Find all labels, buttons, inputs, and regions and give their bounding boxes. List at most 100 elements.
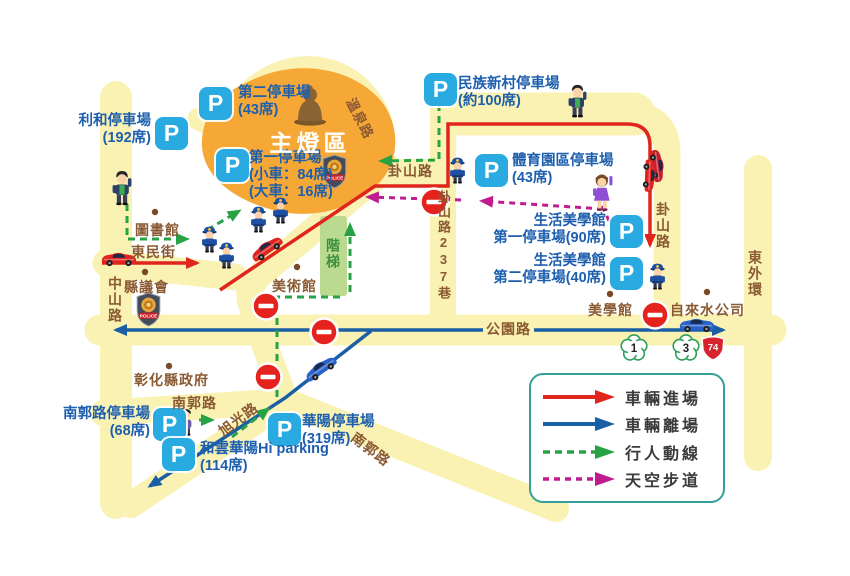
parking-name: 利和停車場	[78, 113, 152, 129]
art-museum-dot	[293, 263, 301, 271]
parking-icon-lihe: P	[155, 117, 188, 150]
county-gov-label: 彰化縣政府	[134, 372, 209, 388]
road-guashan-vertical	[613, 100, 681, 345]
county-gov-dot	[165, 362, 173, 370]
highway-shield-3: 3	[672, 334, 700, 361]
parking-capacity: (68席)	[109, 423, 150, 439]
blue-car-icon	[303, 353, 339, 385]
road-label-dongmin: 東民街	[131, 244, 176, 260]
parking-name: 南郭路停車場	[63, 406, 150, 422]
parking-name: 民族新村停車場	[458, 76, 560, 92]
legend-label: 天空步道	[625, 473, 702, 491]
exit-arrow-icon	[543, 417, 615, 432]
council-label: 縣議會	[124, 279, 169, 295]
parking-label-aes1: 生活美學館 第一停車場(90席)	[478, 213, 606, 247]
parking-capacity: (小車：84席)	[249, 167, 333, 183]
no-entry-icon	[419, 187, 449, 217]
pedestrian-diagonal	[206, 209, 242, 232]
parking-label-sports: 體育園區停車場 (43席)	[512, 153, 614, 187]
parking-icon-minzu: P	[424, 73, 457, 106]
main-lantern-area	[201, 68, 396, 214]
legend-item-entry: 車輛進場	[541, 385, 713, 409]
exit-route-xuguang	[147, 329, 373, 488]
road-entry-diagonal	[236, 154, 401, 412]
road-label-gongyuan: 公園路	[483, 321, 534, 338]
road-nanguo-diagonal	[273, 388, 569, 522]
shield-number: 3	[683, 343, 689, 355]
police-officer-icon	[273, 197, 288, 224]
parking-name: 生活美學館	[533, 213, 607, 229]
pedestrian-library	[125, 204, 190, 245]
police-badge-icon	[136, 292, 161, 327]
no-entry-icon	[640, 300, 670, 330]
parking-label-heyun: 和雲華陽Hi parking (114席)	[200, 441, 329, 475]
library-dot	[151, 208, 159, 216]
no-entry-icon	[309, 317, 339, 347]
pedestrian-arrow-icon	[543, 444, 615, 459]
no-entry-signs	[251, 187, 670, 392]
legend-box: 車輛進場 車輛離場 行人動線 天空步道	[529, 373, 725, 503]
parking-capacity: (43席)	[238, 102, 279, 118]
highway-shield-1: 1	[620, 334, 648, 361]
road-label-guashan-v: 卦山路	[655, 202, 671, 250]
parking-name: 和雲華陽Hi parking	[200, 441, 329, 457]
water-company-dot	[703, 288, 711, 296]
buddha-statue-icon	[294, 85, 326, 126]
parking-label-minzu: 民族新村停車場 (約100席)	[458, 76, 560, 110]
council-dot	[141, 268, 149, 276]
road-label-guashan-h: 卦山路	[388, 163, 433, 179]
place-dots	[141, 208, 711, 370]
parking-capacity: (192席)	[102, 130, 151, 146]
no-entry-icon	[251, 291, 281, 321]
legend-label: 車輛離場	[625, 418, 702, 436]
legend-label: 行人動線	[625, 445, 702, 463]
legend-item-exit: 車輛離場	[541, 412, 713, 436]
police-officer-icon	[202, 226, 217, 253]
entry-route-main	[219, 122, 656, 292]
pedestrian-xuguang	[231, 407, 271, 439]
road-nanguo-horizontal	[90, 388, 301, 426]
parking-label-lihe: 利和停車場 (192席)	[56, 113, 152, 147]
parking-name: 體育園區停車場	[512, 153, 614, 169]
parking-capacity: 第二停車場(40席)	[493, 270, 606, 286]
road-label-guashan-237: 卦山路237巷	[436, 190, 451, 301]
library-label: 圖書館	[135, 222, 180, 238]
parking-name: 第一停車場	[249, 150, 322, 166]
highway-shield-74: 74	[701, 335, 725, 361]
road-label-nanguo-h: 南郭路	[172, 395, 217, 411]
skywalk-arrow-icon	[543, 472, 615, 487]
stairs-label: 階梯	[325, 238, 341, 270]
parking-icon-sports: P	[475, 154, 508, 187]
parking-capacity: 第一停車場(90席)	[493, 230, 606, 246]
main-lantern-label: 主燈區	[269, 130, 351, 156]
parking-name: 第二停車場	[238, 85, 311, 101]
parking-label-lot1: 第一停車場 (小車：84席) (大車：16席)	[249, 150, 333, 201]
road-label-zhongshan: 中山路	[107, 276, 123, 324]
parking-icon-aes1: P	[610, 215, 643, 248]
parking-icon-heyun: P	[162, 438, 195, 471]
legend-item-pedestrian: 行人動線	[541, 440, 713, 464]
exit-routes	[113, 324, 726, 488]
parking-name: 生活美學館	[533, 253, 607, 269]
parking-label-huayang: 華陽停車場 (319席)	[302, 414, 375, 448]
parking-capacity: (43席)	[512, 170, 553, 186]
parking-label-aes2: 生活美學館 第二停車場(40席)	[478, 253, 606, 287]
no-entry-icon	[253, 362, 283, 392]
aesthetics-hall-label: 美學館	[588, 302, 633, 318]
parking-capacity: (114席)	[200, 458, 248, 474]
shield-number: 74	[708, 343, 719, 354]
parking-icon-aes2: P	[610, 257, 643, 290]
parking-icon-huayang: P	[268, 413, 301, 446]
water-company-label: 自來水公司	[670, 302, 745, 318]
legend-label: 車輛進場	[625, 390, 702, 408]
parking-label-lot2: 第二停車場 (43席)	[238, 85, 311, 119]
aesthetics-hall-dot	[606, 290, 614, 298]
stairs-block	[320, 216, 347, 296]
shield-number: 1	[631, 343, 638, 355]
skywalk-east	[479, 195, 604, 211]
entry-arrow-icon	[543, 389, 615, 404]
road-label-dongwaihuan: 東外環	[747, 250, 763, 298]
parking-capacity: (319席)	[302, 431, 351, 447]
